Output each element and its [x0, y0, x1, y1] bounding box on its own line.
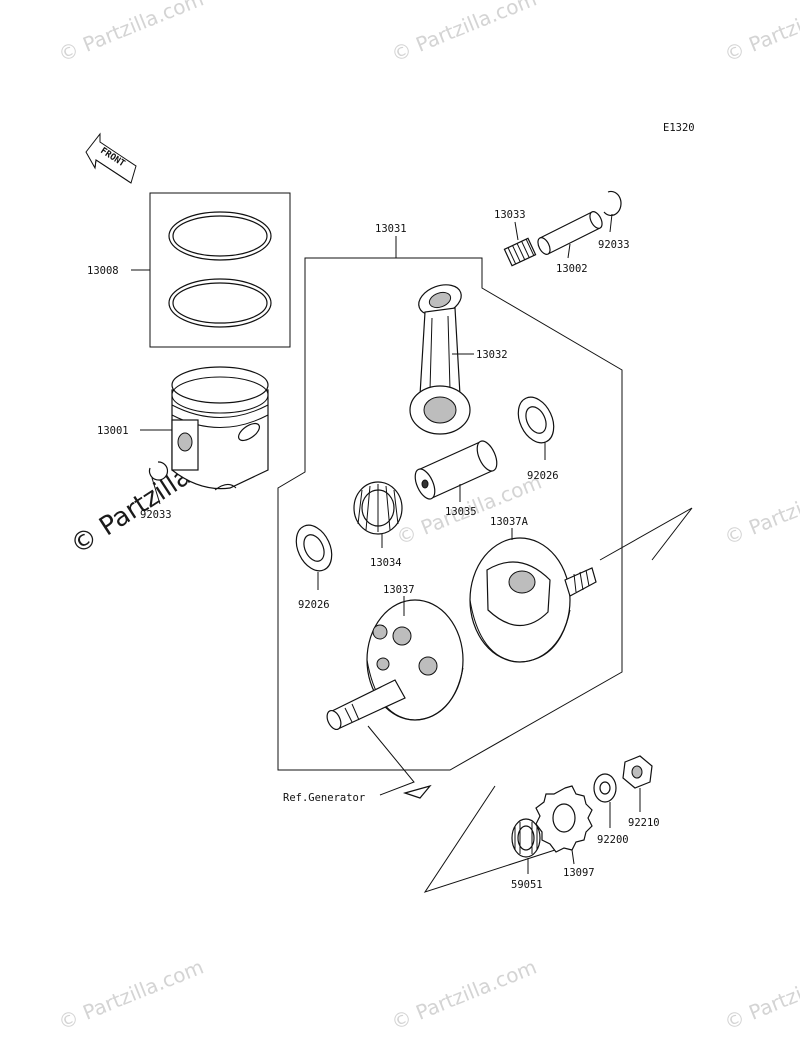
label-92200: 92200 — [597, 834, 629, 846]
label-13002: 13002 — [556, 263, 588, 275]
thrust-washer-left — [295, 524, 333, 572]
connecting-rod — [409, 284, 471, 435]
piston-ring-set — [131, 192, 291, 348]
leader-line — [151, 477, 161, 505]
diagram-code: E1320 — [663, 122, 695, 134]
leader-line — [609, 213, 613, 233]
label-92026-right: 92026 — [527, 470, 559, 482]
needle-bearing-big-end — [353, 481, 403, 535]
label-13031: 13031 — [375, 223, 407, 235]
watermark-text: © Partzilla.com — [388, 0, 540, 67]
primary-drive-gear — [535, 785, 593, 853]
watermark-text: © Partzilla.com — [721, 0, 800, 67]
front-arrow-icon: FRONT — [85, 132, 137, 184]
gear-drive-pointer — [599, 507, 693, 561]
crankshaft-nut — [622, 755, 653, 789]
thrust-washer-right — [517, 396, 555, 444]
needle-bearing-small-end — [503, 237, 537, 267]
piston — [171, 366, 269, 491]
label-13033: 13033 — [494, 209, 526, 221]
label-13034: 13034 — [370, 557, 402, 569]
piston-pin-clip-right — [603, 190, 622, 217]
label-13037A: 13037A — [490, 516, 529, 528]
label-92033-right: 92033 — [598, 239, 630, 251]
crankshaft-right-half — [469, 537, 597, 663]
piston-pin — [537, 211, 603, 255]
watermark-text: © Partzilla.com — [721, 955, 800, 1035]
label-13097: 13097 — [563, 867, 595, 879]
crankshaft-left-half — [326, 599, 464, 731]
watermark-text: © Partzilla.com — [721, 470, 800, 550]
crankshaft-assembly-bracket — [277, 257, 623, 771]
generator-pointer — [367, 725, 415, 796]
watermark-text: © Partzilla.com — [55, 0, 207, 67]
crank-pin — [414, 440, 498, 500]
label-13032: 13032 — [476, 349, 508, 361]
leader-line — [514, 221, 519, 241]
piston-pin-clip-left — [148, 461, 169, 481]
label-13008: 13008 — [87, 265, 119, 277]
leader-line — [571, 849, 575, 865]
leader-line — [567, 243, 571, 259]
label-13037: 13037 — [383, 584, 415, 596]
label-92033-left: 92033 — [140, 509, 172, 521]
generator-arrow-icon — [402, 784, 432, 799]
watermark-text: © Partzilla.com — [55, 955, 207, 1035]
label-92026-left: 92026 — [298, 599, 330, 611]
label-13001: 13001 — [97, 425, 129, 437]
front-label: FRONT — [98, 146, 127, 169]
gear-group-bracket — [423, 785, 556, 893]
label-59051: 59051 — [511, 879, 543, 891]
gear-needle-bearing — [511, 818, 541, 858]
washer — [593, 773, 617, 803]
watermark-text: © Partzilla.com — [388, 955, 540, 1035]
ref-generator-label: Ref.Generator — [283, 792, 365, 804]
label-92210: 92210 — [628, 817, 660, 829]
label-13035: 13035 — [445, 506, 477, 518]
